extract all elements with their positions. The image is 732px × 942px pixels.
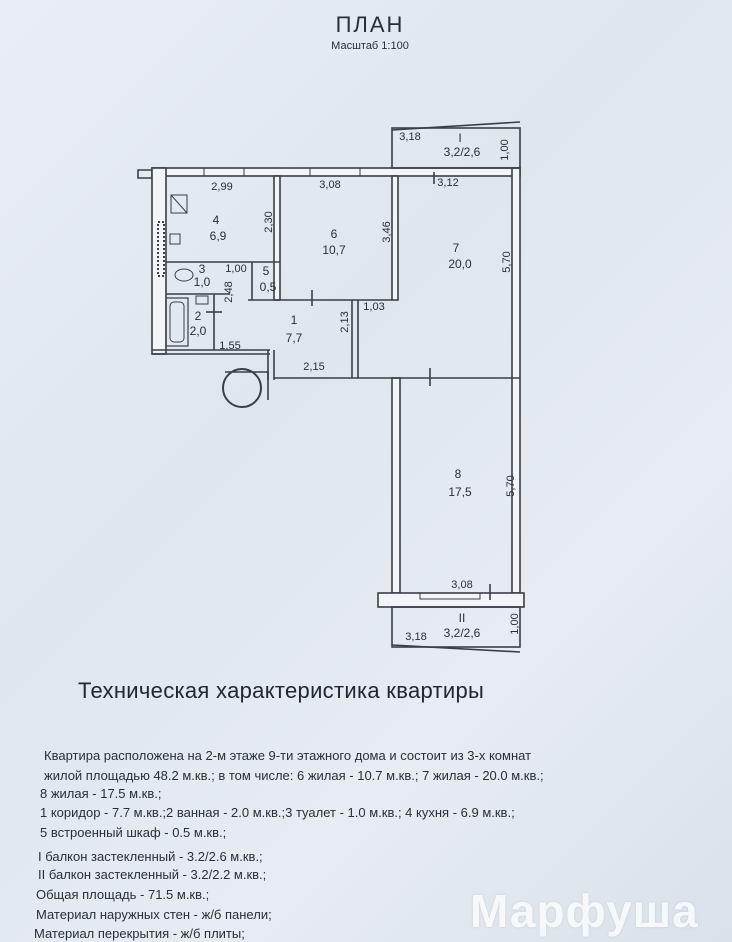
specs-line: Общая площадь - 71.5 м.кв.; <box>36 887 210 902</box>
dimension-labels: 3,18 1,00 3,12 2,99 3,08 2,30 3,46 5,70 … <box>211 131 521 643</box>
plan-walls <box>137 121 525 653</box>
room-II-area: 3,2/2,6 <box>444 626 481 640</box>
room-I-number: I <box>458 131 461 145</box>
room-II-number: II <box>459 611 466 625</box>
dim-248: 2,48 <box>223 281 235 302</box>
dim-312: 3,12 <box>437 177 458 189</box>
dim-103: 1,03 <box>363 301 384 313</box>
room-labels: I 3,2/2,6 1 7,7 2 2,0 3 1,0 4 6,9 5 0,5 … <box>190 131 481 640</box>
dim-215: 2,15 <box>303 361 324 373</box>
room-8-area: 17,5 <box>448 485 472 499</box>
room-6-number: 6 <box>331 227 338 241</box>
dim-570-bot: 5,70 <box>505 475 517 496</box>
dim-318-top: 3,18 <box>399 131 420 143</box>
dim-155: 1,55 <box>219 340 240 352</box>
room-1-area: 7,7 <box>286 331 303 345</box>
specs-line: I балкон застекленный - 3.2/2.6 м.кв.; <box>38 849 263 864</box>
specs-line: II балкон застекленный - 3.2/2.2 м.кв.; <box>38 867 267 882</box>
dim-100-bot: 1,00 <box>509 613 521 634</box>
specs-line: Материал перекрытия - ж/б плиты; <box>34 926 245 941</box>
dim-570-top: 5,70 <box>501 251 513 272</box>
specs-line: 5 встроенный шкаф - 0.5 м.кв.; <box>40 825 227 840</box>
specs-heading: Техническая характеристика квартиры <box>78 678 485 703</box>
dim-230: 2,30 <box>263 211 275 232</box>
watermark-logo: Марфуша <box>470 885 699 937</box>
dim-299: 2,99 <box>211 181 232 193</box>
room-2-area: 2,0 <box>190 324 207 338</box>
dim-308-top: 3,08 <box>319 179 340 191</box>
floor-plan: I 3,2/2,6 1 7,7 2 2,0 3 1,0 4 6,9 5 0,5 … <box>137 121 525 653</box>
room-4-number: 4 <box>213 213 220 227</box>
scale-label: Масштаб 1:100 <box>331 40 409 52</box>
room-I-area: 3,2/2,6 <box>444 145 481 159</box>
room-7-number: 7 <box>453 241 460 255</box>
room-8-number: 8 <box>455 467 462 481</box>
specs-line: Материал наружных стен - ж/б панели; <box>36 907 272 922</box>
room-5-number: 5 <box>263 264 270 278</box>
room-2-number: 2 <box>195 309 202 323</box>
dim-100-mid: 1,00 <box>225 263 246 275</box>
room-3-area: 1,0 <box>194 275 211 289</box>
room-5-area: 0,5 <box>260 280 277 294</box>
room-3-number: 3 <box>199 262 206 276</box>
dim-318-bot: 3,18 <box>405 631 426 643</box>
specs-line: жилой площадью 48.2 м.кв.; в том числе: … <box>44 768 544 783</box>
room-7-area: 20,0 <box>448 257 472 271</box>
room-4-area: 6,9 <box>210 229 227 243</box>
dim-308-bot: 3,08 <box>451 579 472 591</box>
specs-line: 1 коридор - 7.7 м.кв.;2 ванная - 2.0 м.к… <box>40 805 515 820</box>
specs-line: Квартира расположена на 2-м этаже 9-ти э… <box>44 748 532 763</box>
dim-346: 3,46 <box>381 221 393 242</box>
dim-100-top: 1,00 <box>499 139 511 160</box>
page-title: ПЛАН <box>335 12 405 37</box>
dim-213: 2,13 <box>339 311 351 332</box>
specs-line: 8 жилая - 17.5 м.кв.; <box>40 786 162 801</box>
room-1-number: 1 <box>291 313 298 327</box>
room-6-area: 10,7 <box>322 243 346 257</box>
